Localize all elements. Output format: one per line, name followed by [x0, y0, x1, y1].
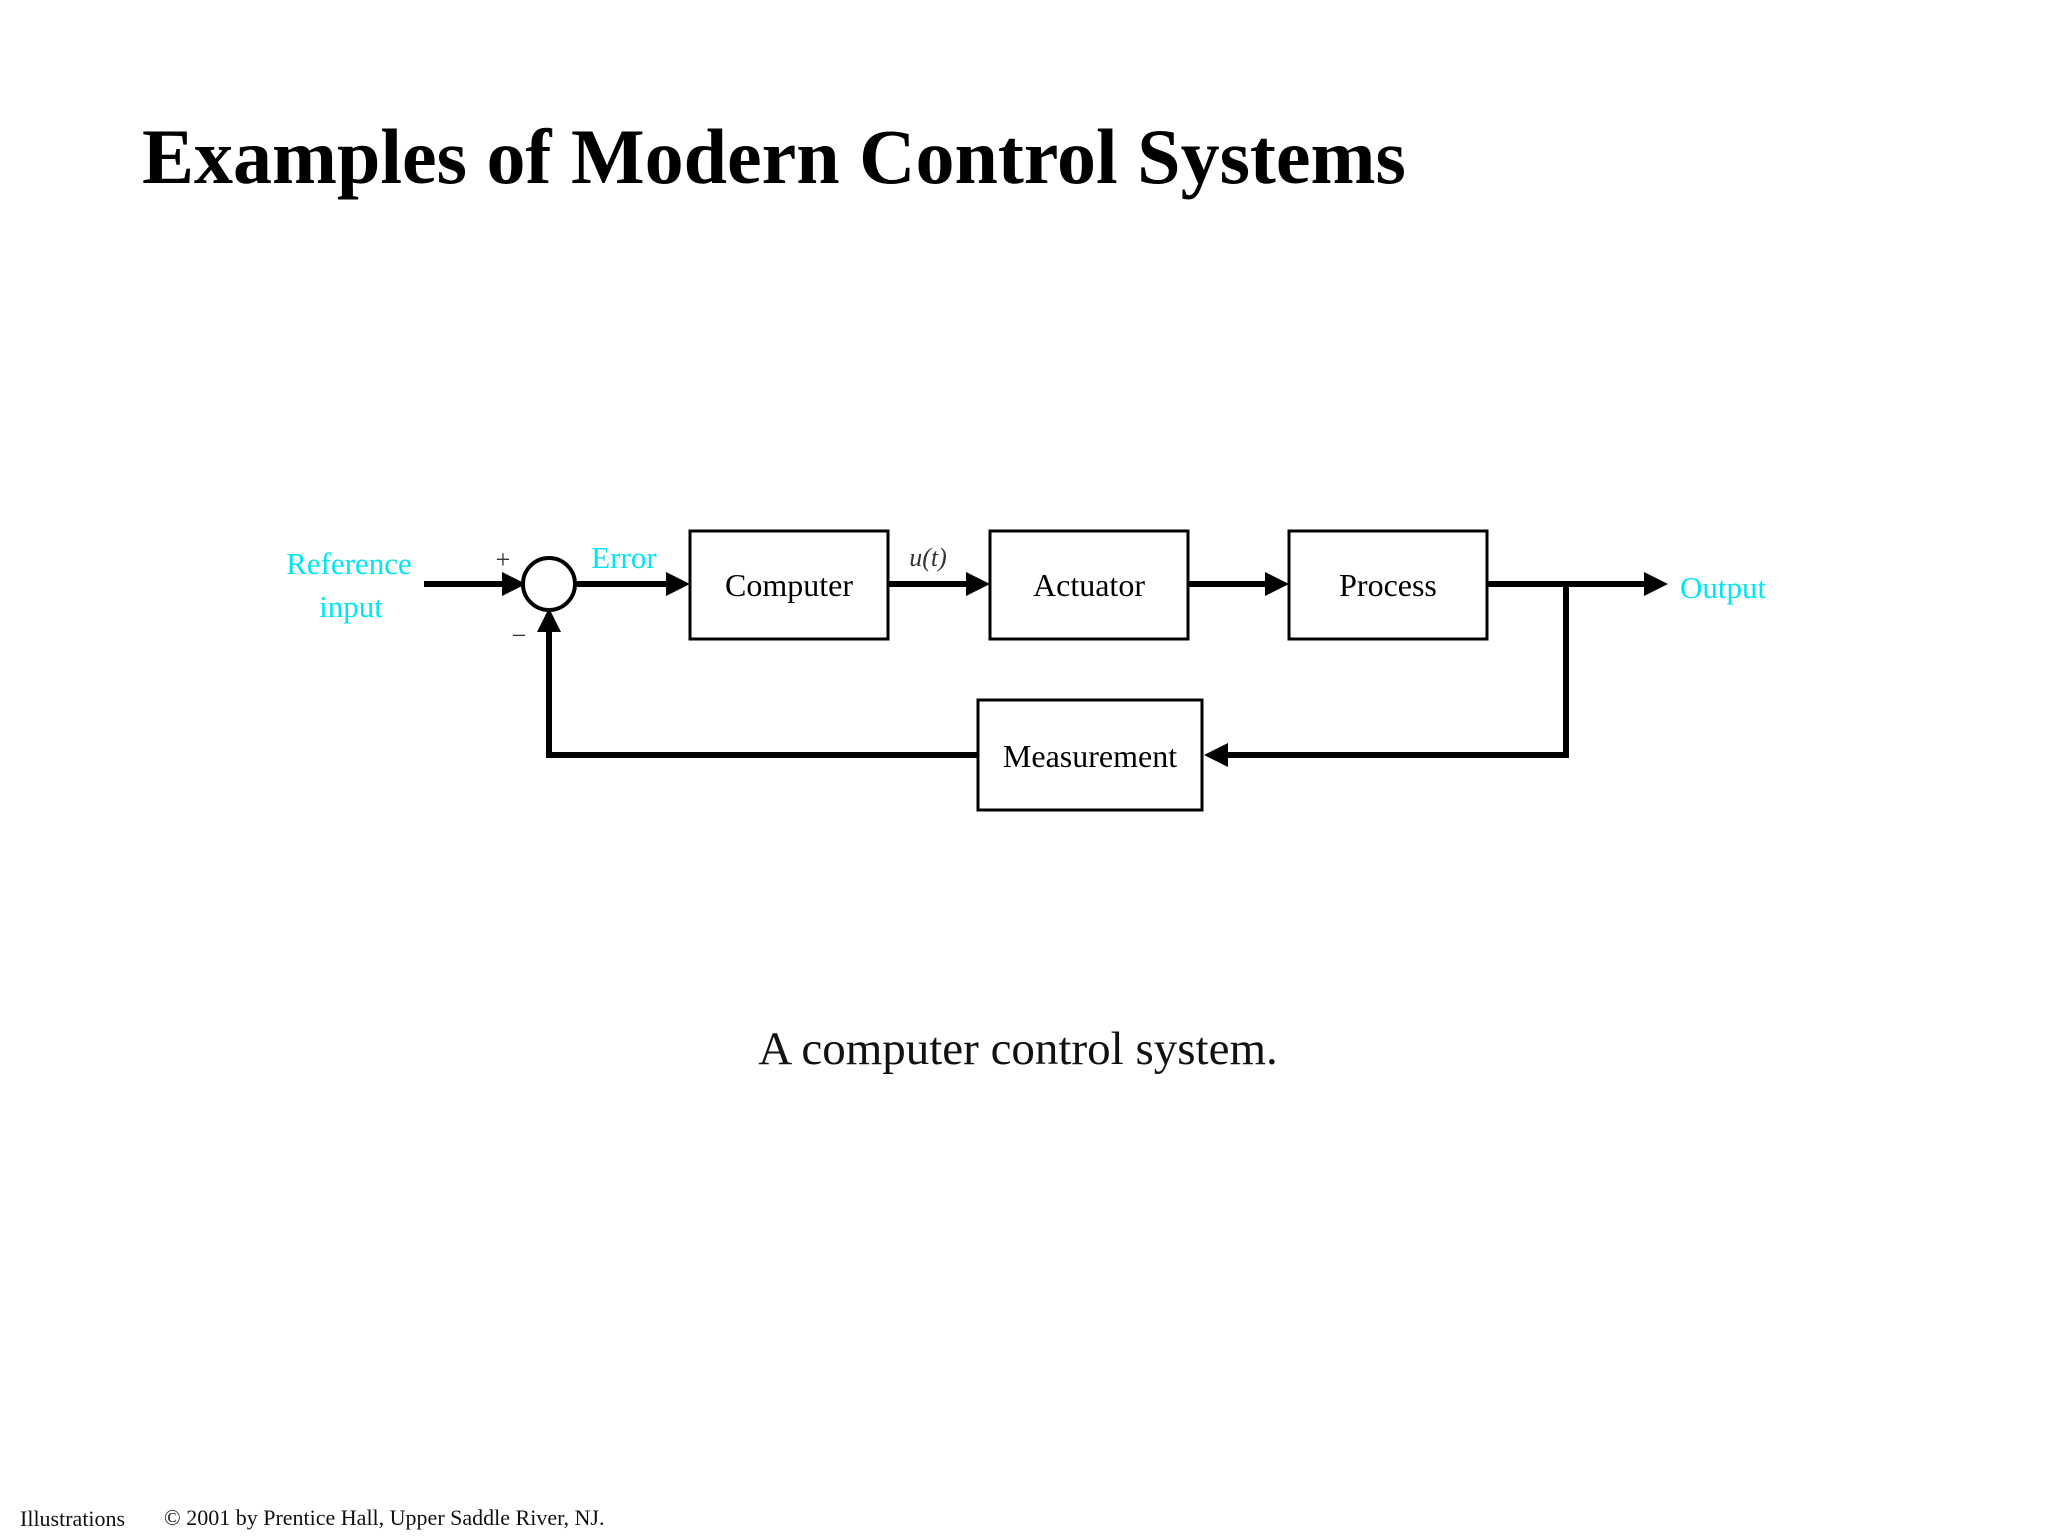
slide-title: Examples of Modern Control Systems [142, 113, 1406, 200]
reference-input-label-line2: input [319, 589, 383, 624]
actuator-to-process-arrowhead [1265, 572, 1289, 596]
actuator-label: Actuator [1033, 567, 1145, 603]
plus-sign: + [496, 545, 511, 574]
error-arrowhead [666, 572, 690, 596]
figure-caption: A computer control system. [0, 1022, 2048, 1076]
feedback-to-measurement-arrowhead [1204, 743, 1228, 767]
output-arrowhead [1644, 572, 1668, 596]
summing-junction [521, 556, 577, 612]
minus-sign: − [512, 621, 527, 650]
footer-illustrations: Illustrations [20, 1506, 126, 1531]
reference-arrowhead [502, 572, 526, 596]
feedback-path-left [546, 622, 978, 758]
figure-caption-text: A computer control system. [758, 1023, 1278, 1075]
footer-copyright: © 2001 by Prentice Hall, Upper Saddle Ri… [164, 1505, 605, 1530]
feedback-path-right [1214, 584, 1569, 758]
computer-label: Computer [725, 567, 853, 603]
process-label: Process [1339, 567, 1437, 603]
actuator-block [988, 529, 1190, 641]
measurement-label: Measurement [1003, 738, 1177, 774]
error-label: Error [591, 540, 657, 575]
output-label: Output [1680, 570, 1767, 605]
control-signal-label: u(t) [909, 543, 947, 572]
feedback-to-junction-arrowhead [537, 608, 561, 632]
computer-block [688, 529, 890, 641]
control-signal-arrowhead [966, 572, 990, 596]
reference-input-label-line1: Reference [286, 546, 412, 581]
